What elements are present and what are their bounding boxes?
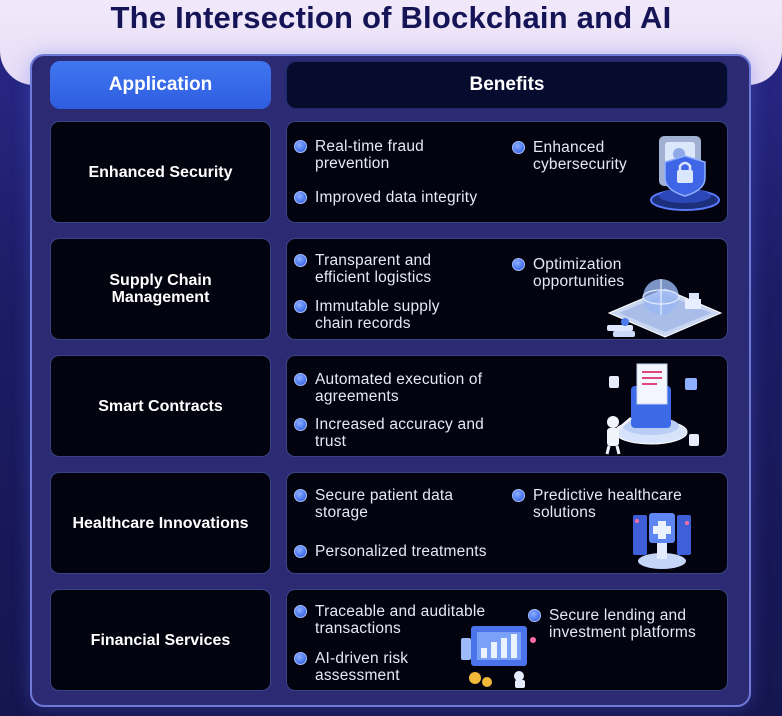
benefit-text: Improved data integrity [315,189,478,206]
benefit-text: agreements [315,388,399,405]
shield-lock-icon [650,136,720,211]
page-title: The Intersection of Blockchain and AI [110,0,672,35]
application-label-line: Management [111,289,210,306]
finance-dashboard-icon [461,626,536,688]
benefit-text: efficient logistics [315,269,432,286]
bullet-dot-icon [294,605,307,618]
benefit-text: AI-driven risk [315,650,409,667]
application-label: Healthcare Innovations [72,514,249,532]
medical-cross-icon [633,513,691,569]
application-cell: Healthcare Innovations [50,472,271,574]
header-application: Application [50,61,271,109]
application-label: Financial Services [90,631,231,649]
bullet-dot-icon [294,254,307,267]
benefit-text: transactions [315,620,401,637]
benefit-text: Personalized treatments [315,543,487,560]
benefit-item: Improved data integrity [294,189,477,206]
bullet-dot-icon [294,300,307,313]
header-benefits: Benefits [286,61,728,109]
benefit-text: Transparent and [315,252,432,269]
benefit-text: prevention [315,155,390,172]
benefit-text: Immutable supply [315,298,440,315]
bullet-dot-icon [512,258,525,271]
benefit-text: trust [315,433,347,450]
bullet-dot-icon [294,489,307,502]
bullet-dot-icon [294,140,307,153]
benefit-text: Increased accuracy and [315,416,484,433]
benefit-text: solutions [533,504,596,521]
benefit-item: Personalized treatments [294,543,487,560]
logistics-globe-icon [607,279,723,338]
bullet-dot-icon [294,191,307,204]
bullet-dot-icon [294,418,307,431]
benefit-text: opportunities [533,273,625,290]
benefit-text: storage [315,504,369,521]
benefit-text: cybersecurity [533,156,627,173]
bullet-dot-icon [294,652,307,665]
application-label: Smart Contracts [98,397,223,415]
benefit-text: investment platforms [549,624,696,641]
smart-contract-icon [605,363,699,455]
application-cell: Financial Services [50,589,271,691]
benefit-text: chain records [315,315,411,332]
bullet-dot-icon [294,373,307,386]
bullet-dot-icon [512,141,525,154]
benefit-text: Traceable and auditable [315,603,486,620]
benefit-text: Real-time fraud [315,138,424,155]
application-label: Enhanced Security [88,163,233,181]
bullet-dot-icon [294,545,307,558]
benefit-text: Automated execution of [315,371,483,388]
benefit-text: Secure lending and [549,607,687,624]
benefit-text: Predictive healthcare [533,487,682,504]
benefit-text: Enhanced [533,139,605,156]
bullet-dot-icon [512,489,525,502]
bullet-dot-icon [528,609,541,622]
benefit-text: Optimization [533,256,622,273]
application-cell: Smart Contracts [50,355,271,457]
benefit-text: assessment [315,667,400,684]
application-label-line: Supply Chain [109,272,212,289]
benefit-text: Secure patient data [315,487,454,504]
application-cell: Enhanced Security [50,121,271,223]
